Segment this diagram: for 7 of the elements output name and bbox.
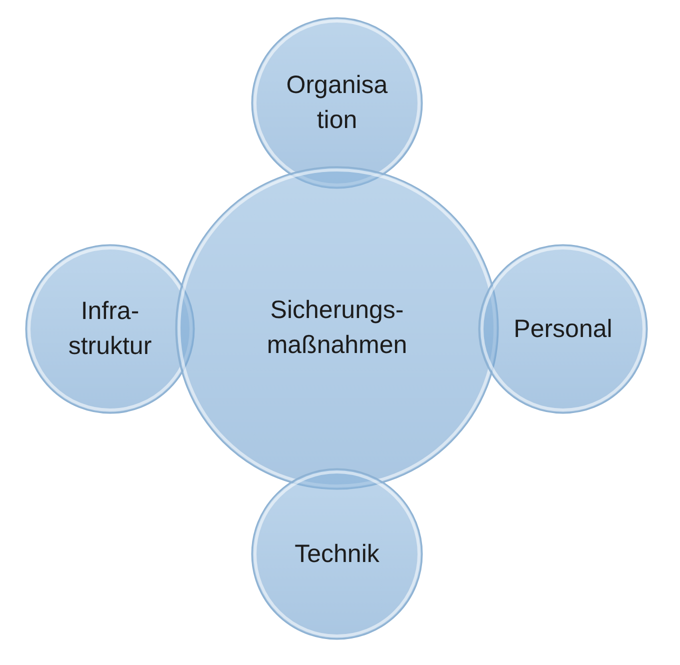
circle-label: Sicherungs- maßnahmen <box>266 295 408 361</box>
outer-circle <box>251 468 423 640</box>
circle-label: Technik <box>294 538 380 570</box>
outer-circle <box>478 244 648 414</box>
circle-label: Organisa tion <box>286 70 388 136</box>
circle-label: Personal <box>514 314 612 344</box>
circle-label: Infra- struktur <box>68 296 152 362</box>
